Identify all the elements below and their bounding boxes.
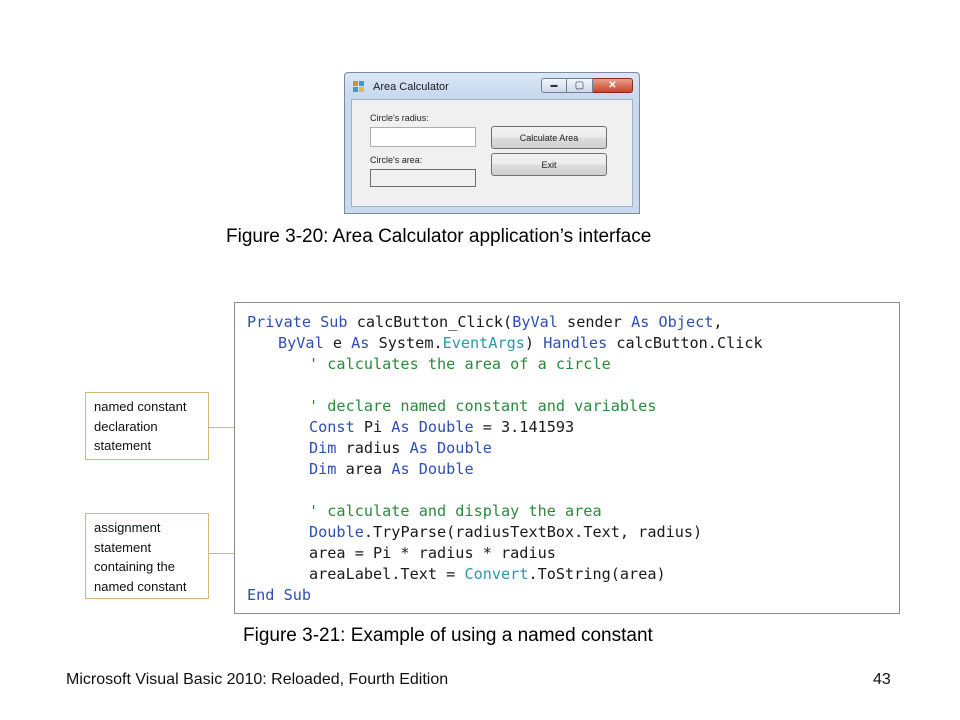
area-output-label [370, 169, 476, 187]
footer-book-title: Microsoft Visual Basic 2010: Reloaded, F… [66, 671, 449, 688]
callout-line: assignment [94, 520, 161, 535]
code-line-assignment: area = Pi * radius * radius [309, 544, 556, 562]
callout-line: named constant [94, 399, 187, 414]
maximize-icon: ▢ [574, 80, 585, 91]
page-number: 43 [873, 671, 891, 688]
maximize-button[interactable]: ▢ [567, 78, 593, 93]
callout-line: containing the [94, 559, 175, 574]
code-line-dim-radius: Dim radius As Double [309, 439, 492, 457]
close-icon: ✕ [608, 80, 617, 91]
close-button[interactable]: ✕ [593, 78, 633, 93]
code-line-2: ByVal e As System.EventArgs) Handles cal… [278, 334, 763, 352]
caption-buttons: ▬ ▢ ✕ [541, 78, 633, 94]
callout-assignment-statement: assignment statement containing the name… [85, 513, 209, 599]
code-comment: ' declare named constant and variables [309, 397, 657, 415]
callout-named-constant-declaration: named constant declaration statement [85, 392, 209, 460]
title-bar[interactable]: Area Calculator ▬ ▢ ✕ [345, 73, 639, 99]
app-icon [353, 81, 366, 92]
figure-3-20-caption: Figure 3-20: Area Calculator application… [226, 226, 652, 247]
window-title: Area Calculator [373, 81, 449, 93]
code-listing: Private Sub calcButton_Click(ByVal sende… [234, 302, 900, 614]
callout-line: named constant [94, 578, 187, 594]
window-client-area: Circle's radius: Circle's area: Calculat… [351, 99, 633, 207]
radius-label: Circle's radius: [370, 113, 429, 123]
code-line-dim-area: Dim area As Double [309, 460, 474, 478]
code-line-1: Private Sub calcButton_Click(ByVal sende… [247, 313, 723, 331]
code-comment: ' calculate and display the area [309, 502, 602, 520]
code-line-tryparse: Double.TryParse(radiusTextBox.Text, radi… [309, 523, 703, 541]
callout-line: statement [94, 438, 152, 453]
exit-button[interactable]: Exit [491, 153, 607, 176]
radius-textbox[interactable] [370, 127, 476, 147]
minimize-button[interactable]: ▬ [541, 78, 567, 93]
callout-line: declaration [94, 418, 158, 434]
code-line-end-sub: End Sub [247, 586, 312, 604]
code-line-display: areaLabel.Text = Convert.ToString(area) [309, 565, 666, 583]
figure-3-21-caption: Figure 3-21: Example of using a named co… [243, 625, 653, 646]
code-comment: ' calculates the area of a circle [309, 355, 611, 373]
calculate-area-button[interactable]: Calculate Area [491, 126, 607, 149]
code-line-const-pi: Const Pi As Double = 3.141593 [309, 418, 575, 436]
area-calculator-window: Area Calculator ▬ ▢ ✕ Circle's radius: C… [344, 72, 640, 214]
area-label-caption: Circle's area: [370, 155, 423, 165]
callout-line: statement [94, 539, 152, 555]
minimize-icon: ▬ [550, 82, 558, 89]
